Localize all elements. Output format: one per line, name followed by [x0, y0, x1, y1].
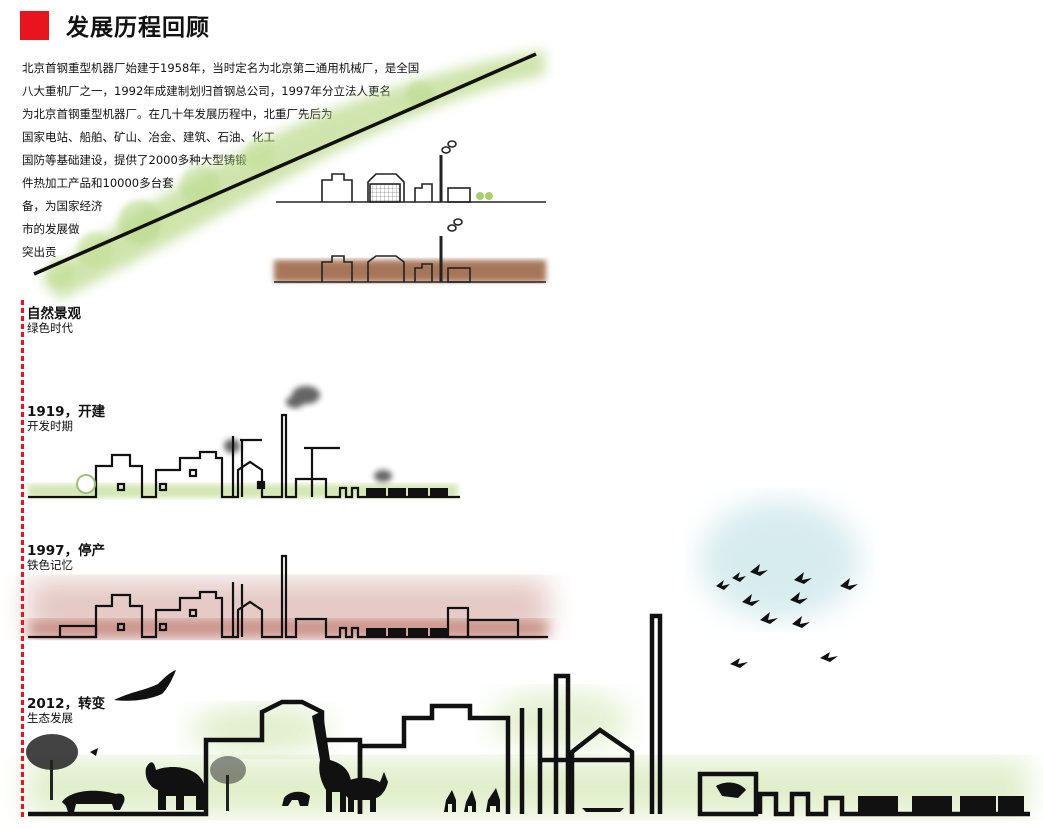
factory-sketch-green — [276, 140, 546, 203]
era-title-1997: 1997，停产 — [27, 543, 106, 559]
era-subtitle-1997: 铁色记忆 — [27, 558, 73, 572]
intro-line-9: 突出贡 — [22, 245, 57, 259]
era-title-2012: 2012，转变 — [27, 696, 106, 712]
timeline-bar — [21, 300, 24, 820]
intro-line-8: 市的发展做 — [22, 222, 80, 236]
flying-bird-silhouettes — [716, 564, 858, 668]
intro-line-7: 备，为国家经济 — [22, 199, 103, 213]
skyline-1997 — [28, 554, 548, 639]
era-subtitle-2012: 生态发展 — [27, 711, 73, 725]
title-marker — [20, 11, 49, 40]
era-subtitle-1919: 开发时期 — [27, 419, 73, 433]
intro-line-3: 为北京首钢重型机器厂。在几十年发展历程中，北重厂先后为 — [22, 107, 333, 121]
page-title: 发展历程回顾 — [66, 15, 210, 41]
era-subtitle-nature: 绿色时代 — [27, 321, 73, 335]
factory-sketch-rust — [274, 218, 546, 283]
diagonal-line — [33, 52, 537, 276]
intro-line-5: 国防等基础建设，提供了2000多种大型铸锻 — [22, 153, 247, 167]
era-title-nature: 自然景观 — [27, 306, 81, 322]
era-title-1919: 1919，开建 — [27, 404, 106, 420]
trees — [26, 734, 246, 811]
eagle-silhouette — [114, 670, 176, 701]
wildlife-silhouettes — [62, 712, 746, 812]
skyline-1919 — [28, 386, 460, 499]
intro-line-6: 件热加工产品和10000多台套 — [22, 176, 174, 190]
skyline-2012 — [26, 500, 1030, 817]
intro-line-2: 八大重机厂之一，1992年成建制划归首钢总公司，1997年分立法人更名 — [22, 84, 392, 98]
intro-line-1: 北京首钢重型机器厂始建于1958年，当时定名为北京第二通用机械厂，是全国 — [22, 61, 420, 75]
intro-line-4: 国家电站、船舶、矿山、冶金、建筑、石油、化工 — [22, 130, 275, 144]
